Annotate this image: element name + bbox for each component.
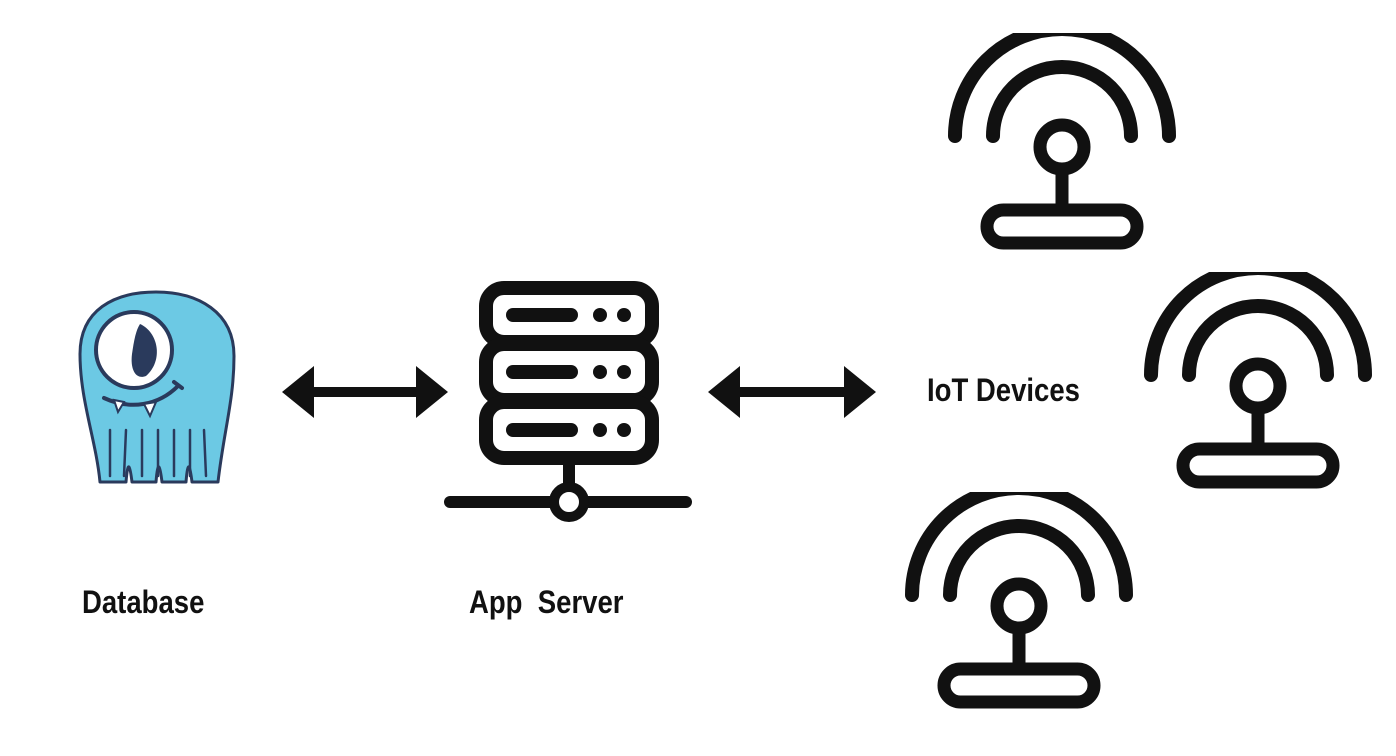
database-node bbox=[66, 290, 246, 490]
double-headed-arrow-icon bbox=[282, 366, 448, 418]
server-iot-link bbox=[706, 364, 878, 420]
wireless-antenna-icon bbox=[1144, 272, 1372, 489]
database-octopus-icon bbox=[78, 290, 236, 484]
iot-device-bottom bbox=[902, 492, 1137, 717]
double-headed-arrow-icon bbox=[708, 366, 876, 418]
wireless-antenna-icon bbox=[948, 33, 1176, 250]
iot-device-top bbox=[945, 33, 1180, 258]
iot-devices-label: IoT Devices bbox=[927, 372, 1080, 408]
app-server-label: App Server bbox=[469, 584, 624, 620]
database-label: Database bbox=[82, 584, 205, 620]
server-rack-icon bbox=[444, 281, 692, 522]
iot-device-middle bbox=[1141, 272, 1376, 497]
db-server-link bbox=[280, 364, 450, 420]
wireless-antenna-icon bbox=[905, 492, 1133, 709]
app-server-node bbox=[444, 280, 694, 525]
